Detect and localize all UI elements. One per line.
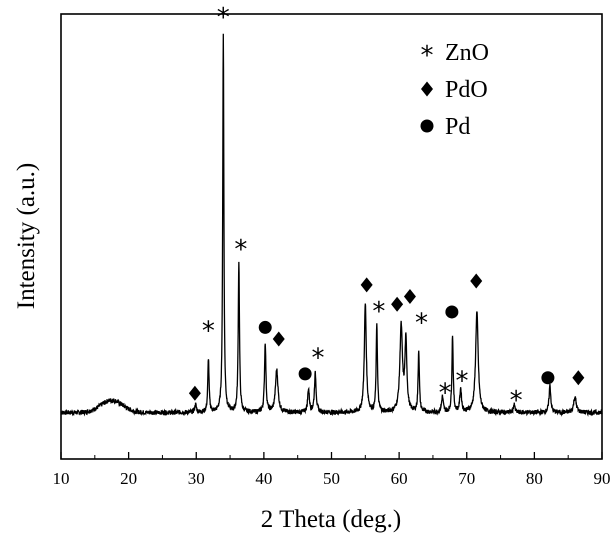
y-axis-label: Intensity (a.u.) <box>13 163 40 309</box>
peak-marker-star: * <box>372 297 385 327</box>
legend-label-zno: ZnO <box>445 40 489 66</box>
peak-marker-star: * <box>202 316 215 346</box>
peak-marker-star: * <box>439 378 452 408</box>
peak-marker-diamond <box>391 296 404 312</box>
peak-marker-star: * <box>510 386 523 416</box>
x-tick-label: 30 <box>188 469 205 488</box>
peak-marker-star: * <box>456 367 469 397</box>
peak-marker-circle <box>445 305 459 319</box>
x-axis-label: 2 Theta (deg.) <box>261 506 401 533</box>
peak-marker-diamond <box>188 385 201 401</box>
phase-markers: ********* <box>188 3 585 416</box>
x-axis: 10 20 30 40 50 60 70 80 90 <box>53 452 611 488</box>
x-tick-label: 70 <box>458 469 475 488</box>
legend-diamond <box>421 81 433 97</box>
x-tick-label: 10 <box>53 469 70 488</box>
peak-marker-diamond <box>360 277 373 293</box>
legend-label-pd: Pd <box>445 114 470 140</box>
peak-marker-diamond <box>470 273 483 289</box>
peak-marker-diamond <box>572 370 585 386</box>
peak-marker-circle <box>258 320 272 334</box>
x-tick-label: 20 <box>120 469 137 488</box>
peak-marker-star: * <box>311 344 324 374</box>
legend: * ZnO PdO Pd <box>420 40 489 140</box>
x-tick-label: 40 <box>255 469 272 488</box>
x-tick-label: 80 <box>526 469 543 488</box>
x-tick-label: 60 <box>391 469 408 488</box>
peak-marker-circle <box>541 371 555 385</box>
peak-marker-star: * <box>234 235 247 265</box>
peak-marker-diamond <box>272 331 285 347</box>
legend-label-pdo: PdO <box>445 77 488 103</box>
x-tick-label: 50 <box>323 469 340 488</box>
plot-area <box>60 33 603 417</box>
peak-marker-circle <box>298 367 312 381</box>
peak-marker-star: * <box>415 309 428 339</box>
legend-circle <box>420 119 434 133</box>
diffraction-pattern-line <box>60 33 603 417</box>
x-tick-label: 90 <box>594 469 611 488</box>
peak-marker-diamond <box>403 288 416 304</box>
legend-star: * <box>421 41 434 71</box>
peak-marker-star: * <box>217 3 230 33</box>
